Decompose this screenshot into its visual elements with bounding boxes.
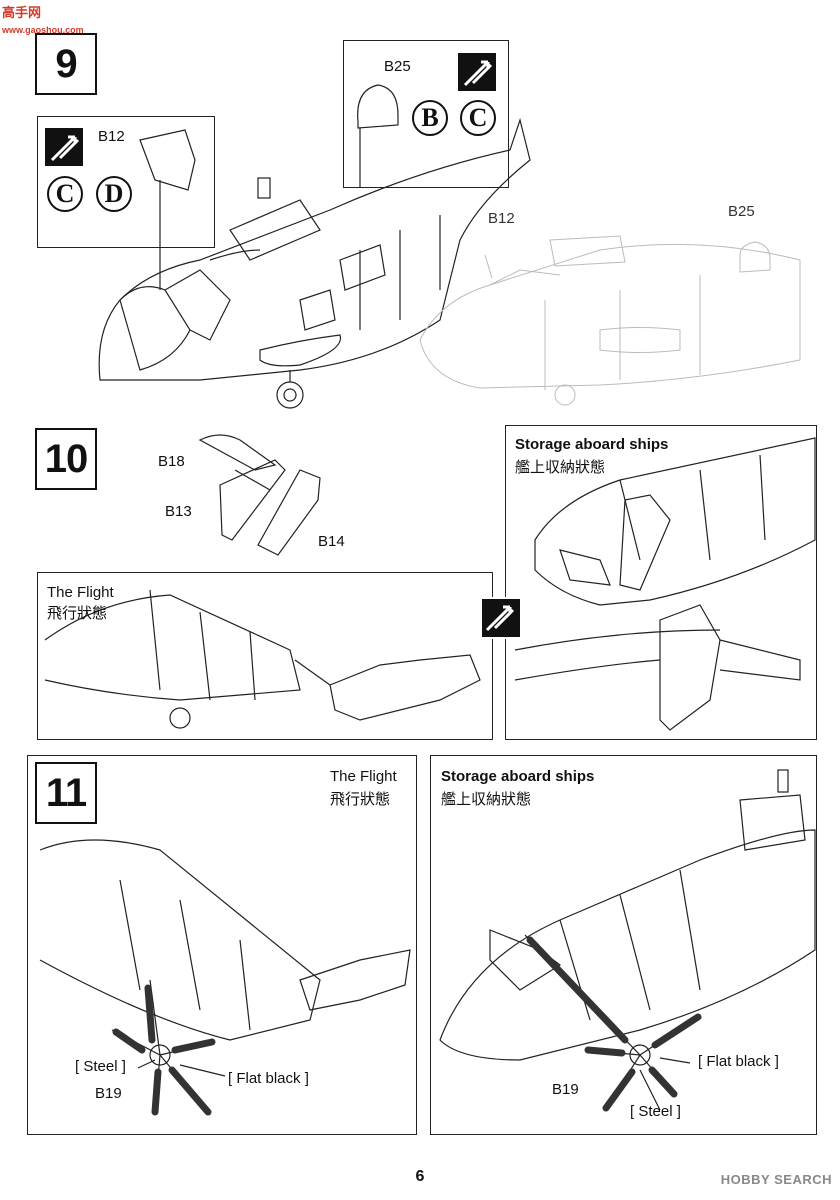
ghost-label-b25: B25	[728, 203, 755, 220]
step11-flight-panel	[27, 755, 417, 1135]
step10-storage-title-jp: 艦上収納狀態	[515, 459, 606, 476]
watermark: 高手网 www.gaoshou.com	[2, 2, 84, 36]
part-label-b18: B18	[158, 453, 185, 470]
step10-storage-panel	[505, 425, 817, 740]
steel-pointer-left	[137, 1059, 156, 1069]
footer-brand: HOBBY SEARCH	[720, 1172, 832, 1187]
flatblack-pointer-right	[659, 1057, 691, 1064]
part-label-b25: B25	[384, 58, 411, 75]
option-b-badge: B	[412, 100, 448, 136]
step11-storage-title-jp: 艦上収納狀態	[441, 791, 532, 808]
left-flat-black-label: [ Flat black ]	[228, 1070, 309, 1087]
step9-callout-right	[343, 40, 509, 188]
part-label-b12: B12	[98, 128, 125, 145]
step-11-number: 11	[35, 762, 97, 824]
step10-storage-title: Storage aboard ships	[515, 436, 669, 453]
option-d-badge: D	[96, 176, 132, 212]
step11-flight-title: The Flight	[330, 768, 397, 785]
step-9-number: 9	[35, 33, 97, 95]
left-part-b19-label: B19	[95, 1085, 122, 1102]
flatblack-pointer-left	[179, 1064, 226, 1077]
left-steel-label: [ Steel ]	[75, 1058, 126, 1075]
part-b12-drawing	[139, 129, 196, 191]
ghost-label-b12: B12	[488, 210, 515, 227]
flip-arrow-icon-3	[480, 597, 522, 639]
right-part-b19-label: B19	[552, 1081, 579, 1098]
option-c-badge: C	[47, 176, 83, 212]
step11-storage-title: Storage aboard ships	[441, 768, 595, 785]
step10-flight-title-jp: 飛行狀態	[47, 605, 108, 622]
step10-flight-panel	[37, 572, 493, 740]
step9-callout-left	[37, 116, 215, 248]
step10-flight-title: The Flight	[47, 584, 114, 601]
step9-ghost-helicopter	[419, 235, 801, 406]
page-number: 6	[415, 1168, 425, 1185]
step10-flight-drawing	[44, 589, 481, 729]
right-flat-black-label: [ Flat black ]	[698, 1053, 779, 1070]
right-steel-label: [ Steel ]	[630, 1103, 681, 1120]
watermark-cn: 高手网	[2, 5, 42, 20]
step-10-number: 10	[35, 428, 97, 490]
step10-parts-drawing	[198, 434, 321, 556]
part-label-b14: B14	[318, 533, 345, 550]
option-c-badge-2: C	[460, 100, 496, 136]
step11-storage-panel	[430, 755, 817, 1135]
step10-storage-drawing	[514, 437, 816, 731]
watermark-url: www.gaoshou.com	[2, 25, 84, 35]
part-label-b13: B13	[165, 503, 192, 520]
steel-pointer-right	[639, 1069, 661, 1111]
step11-flight-title-jp: 飛行狀態	[330, 791, 391, 808]
part-b25-drawing	[357, 84, 399, 129]
step9-helicopter-drawing	[98, 117, 531, 409]
